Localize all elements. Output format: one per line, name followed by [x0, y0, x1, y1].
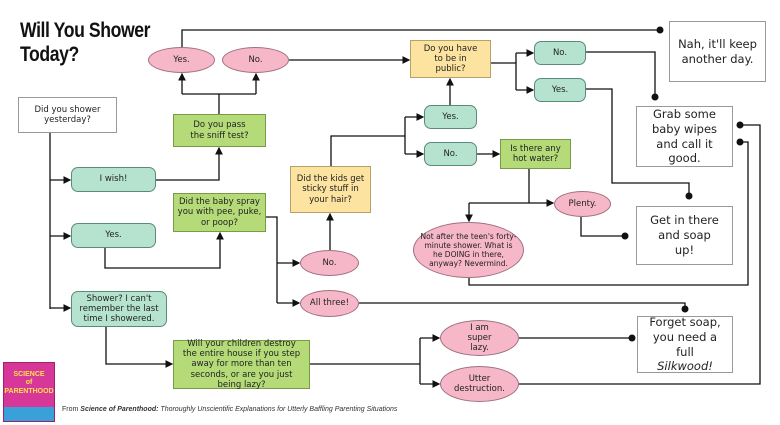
node-not-after: Not after the teen's forty-minute shower… [413, 222, 524, 278]
caption-book-title: Science of Parenthood: [80, 406, 159, 413]
connector [105, 327, 174, 368]
connector [104, 231, 224, 269]
silkwood-text: Silkwood! [657, 359, 713, 374]
outcome-forget-soap: Forget soap, you need a full Silkwood! [637, 314, 733, 374]
endpoint-dot [656, 26, 664, 34]
node-plenty: Plenty. [554, 191, 611, 217]
outcome-baby-wipes: Grab some baby wipes and call it good. [636, 106, 733, 167]
node-public: Do you have to be in public? [410, 40, 491, 78]
forget-soap-text: Forget soap, you need a full [649, 314, 721, 359]
connector [468, 141, 749, 286]
node-public-yes: Yes. [534, 78, 586, 102]
node-cant-remember: Shower? I can't remember the last time I… [71, 291, 167, 327]
node-super-lazy: I am super lazy. [440, 320, 519, 356]
node-i-wish: I wish! [71, 167, 156, 192]
endpoint-dot [685, 192, 693, 200]
node-yes-left: Yes. [71, 223, 156, 248]
connector [586, 88, 690, 196]
node-sticky-no: No. [424, 142, 477, 166]
connector [586, 51, 656, 97]
caption-subtitle: Thoroughly Unscientific Explanations for… [158, 406, 398, 413]
endpoint-dot [651, 93, 659, 101]
connector [580, 217, 625, 237]
endpoint-dot [736, 138, 744, 146]
outcome-nah: Nah, it'll keep another day. [669, 21, 766, 82]
node-destroy-house: Will your children destroy the entire ho… [173, 339, 310, 390]
caption: From Science of Parenthood: Thoroughly U… [62, 406, 397, 413]
connector [330, 135, 405, 166]
node-sticky: Did the kids get sticky stuff in your ha… [290, 166, 371, 213]
connector [519, 124, 761, 385]
connector [359, 302, 686, 309]
endpoint-dot [736, 121, 744, 129]
connector [181, 29, 660, 47]
node-sticky-yes: Yes. [424, 105, 477, 129]
node-hot-water: Is there any hot water? [500, 139, 571, 169]
caption-prefix: From [62, 406, 81, 413]
endpoint-dot [628, 334, 636, 342]
node-sniff-test: Do you pass the sniff test? [173, 114, 266, 147]
connector [156, 146, 223, 181]
node-start: Did you shower yesterday? [18, 97, 117, 133]
node-public-no: No. [534, 41, 586, 65]
node-spray-all-three: All three! [300, 290, 359, 317]
node-utter-destruction: Utter destruction. [440, 366, 519, 402]
connector [266, 216, 278, 303]
connector [491, 62, 517, 90]
node-sniff-no: No. [222, 47, 289, 73]
chart-title: Will You Shower Today? [20, 19, 151, 66]
node-spray-no: No. [300, 250, 359, 276]
endpoint-dot [621, 232, 629, 240]
endpoint-dot [681, 305, 689, 313]
node-baby-spray: Did the baby spray you with pee, puke, o… [173, 193, 266, 232]
outcome-soap-up: Get in there and soap up! [636, 206, 733, 265]
node-sniff-yes: Yes. [148, 47, 215, 73]
